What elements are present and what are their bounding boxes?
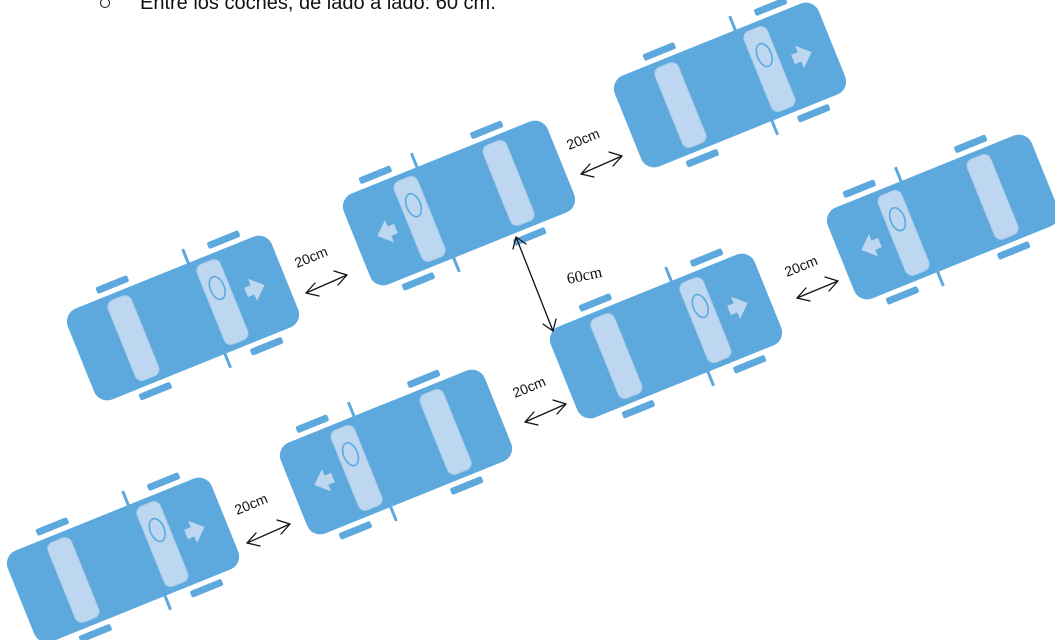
car-6 <box>816 115 1055 319</box>
gap-label-1: 20cm <box>232 490 270 518</box>
double-arrow-icon <box>246 519 291 547</box>
double-arrow-icon <box>305 270 348 297</box>
car-3 <box>539 234 793 438</box>
header-text: Entre los coches, de lado a lado: 60 cm. <box>140 0 496 14</box>
car-1 <box>0 458 250 640</box>
gap-label-3: 20cm <box>292 243 330 271</box>
gap-label-2: 20cm <box>510 373 548 401</box>
car-5 <box>332 101 586 305</box>
gap-label-4: 20cm <box>564 125 602 153</box>
double-arrow-icon <box>512 236 557 332</box>
double-arrow-icon <box>524 399 567 426</box>
car-2 <box>269 350 523 554</box>
bullet-text: Entre los coches, de lado a lado: 60 cm. <box>100 0 496 14</box>
double-arrow-icon <box>580 151 623 178</box>
bullet-icon <box>100 0 110 8</box>
row-gap-label: 60cm <box>565 264 604 288</box>
double-arrow-icon <box>796 276 839 302</box>
gap-label-5: 20cm <box>782 252 820 280</box>
car-4 <box>56 216 310 420</box>
car-7 <box>603 0 857 187</box>
